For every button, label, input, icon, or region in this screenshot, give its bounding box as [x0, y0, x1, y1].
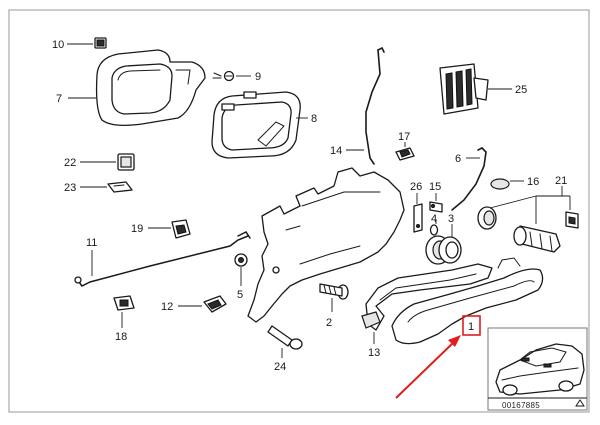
part-13-handle-frame[interactable]: [361, 263, 493, 331]
handle-carrier-plate[interactable]: [247, 167, 405, 323]
highlight-box: [462, 315, 481, 336]
part-18-clip[interactable]: [113, 295, 135, 311]
part-7-inner-bezel[interactable]: [95, 49, 206, 126]
label-21: 21: [555, 175, 567, 187]
label-10: 10: [52, 39, 64, 51]
label-17: 17: [398, 131, 410, 143]
part-17-clip[interactable]: [395, 147, 415, 161]
part-22-square-nut[interactable]: [117, 153, 135, 171]
triangle-icon: [575, 399, 585, 407]
part-12-clip[interactable]: [203, 295, 227, 313]
part-21-lock-cylinder[interactable]: [477, 206, 579, 253]
part-10-clip[interactable]: [94, 37, 107, 49]
part-15-pin[interactable]: [429, 201, 443, 213]
part-26-bracket[interactable]: [413, 203, 423, 233]
part-6-rod[interactable]: [451, 147, 487, 211]
label-2: 2: [326, 317, 332, 329]
label-14: 14: [330, 145, 342, 157]
part-23-clip[interactable]: [107, 181, 133, 193]
label-1: 1: [468, 321, 474, 333]
part-14-rod[interactable]: [365, 46, 385, 165]
part-5-grommet[interactable]: [234, 253, 248, 267]
label-23: 23: [64, 182, 76, 194]
label-6: 6: [455, 153, 461, 165]
part-3-seal-ring[interactable]: [425, 235, 462, 265]
label-25: 25: [515, 84, 527, 96]
label-5: 5: [237, 289, 243, 301]
label-16: 16: [527, 176, 539, 188]
car-location-inset: 00167885: [487, 327, 588, 411]
inset-reference-number: 00167885: [502, 401, 540, 410]
part-24-pin[interactable]: [267, 325, 303, 350]
part-25-connector[interactable]: [439, 63, 489, 115]
part-2-bolt[interactable]: [319, 283, 349, 300]
label-26: 26: [410, 181, 422, 193]
label-4: 4: [431, 213, 437, 225]
car-outline-icon: [495, 343, 585, 396]
part-4-washer[interactable]: [429, 224, 439, 236]
label-18: 18: [115, 331, 127, 343]
label-12: 12: [161, 301, 173, 313]
label-9: 9: [255, 71, 261, 83]
diagram-frame: [8, 9, 590, 413]
part-16-cap[interactable]: [490, 178, 510, 190]
label-11: 11: [86, 237, 97, 249]
part-9-screw[interactable]: [212, 70, 235, 82]
label-7: 7: [56, 93, 62, 105]
label-15: 15: [429, 181, 441, 193]
label-8: 8: [311, 113, 317, 125]
label-24: 24: [274, 361, 286, 373]
label-22: 22: [64, 157, 76, 169]
label-13: 13: [368, 347, 380, 359]
part-19-grommet[interactable]: [171, 219, 191, 239]
label-3: 3: [448, 213, 454, 225]
part-11-linkage-rod[interactable]: [74, 231, 251, 287]
label-19: 19: [131, 223, 143, 235]
part-1-outer-door-handle[interactable]: [391, 257, 544, 345]
part-8-trim-ring[interactable]: [211, 91, 301, 159]
red-pointer-arrow-icon: [395, 335, 461, 399]
